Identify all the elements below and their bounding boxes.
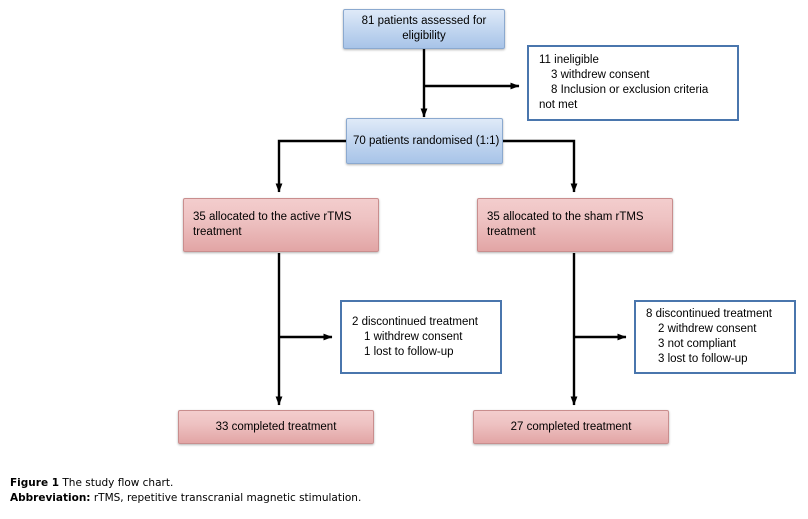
figure-caption: Figure 1 The study flow chart. Abbreviat… [10, 476, 710, 506]
node-ineligible-line-2: 3 withdrew consent [551, 69, 650, 81]
node-assessed-line-1: 81 patients assessed for [361, 15, 487, 27]
node-assessed-line-2: eligibility [402, 30, 446, 42]
node-disc-sham-line-4: 3 lost to follow-up [658, 353, 748, 365]
abbreviation-text: rTMS, repetitive transcranial magnetic s… [93, 492, 362, 504]
node-allocated-sham-rtms: 35 allocated to the sham rTMS treatment [477, 198, 673, 252]
node-alloc-active-line-1: 35 allocated to the active rTMS [193, 211, 352, 223]
node-alloc-sham-line-1: 35 allocated to the sham rTMS [487, 211, 644, 223]
node-completed-active: 33 completed treatment [178, 410, 374, 444]
node-allocated-active-rtms: 35 allocated to the active rTMS treatmen… [183, 198, 379, 252]
node-disc-sham-line-3: 3 not compliant [658, 338, 736, 350]
node-discontinued-sham: 8 discontinued treatment 2 withdrew cons… [634, 300, 796, 374]
node-assessed-for-eligibility: 81 patients assessed for eligibility [343, 9, 505, 49]
figure-caption-text: The study flow chart. [62, 477, 174, 489]
node-randomised-line-1: 70 patients randomised (1:1) [353, 134, 500, 147]
node-discontinued-active: 2 discontinued treatment 1 withdrew cons… [340, 300, 502, 374]
node-alloc-sham-line-2: treatment [487, 226, 536, 238]
node-disc-active-line-1: 2 discontinued treatment [352, 315, 478, 328]
node-disc-sham-line-1: 8 discontinued treatment [646, 308, 772, 320]
node-completed-sham: 27 completed treatment [473, 410, 669, 444]
node-completed-active-line-1: 33 completed treatment [215, 420, 337, 433]
node-disc-active-line-2: 1 withdrew consent [364, 330, 463, 343]
abbreviation-label: Abbreviation: [10, 492, 91, 504]
figure-caption-abbrev-row: Abbreviation: rTMS, repetitive transcran… [10, 491, 710, 506]
figure-caption-title-row: Figure 1 The study flow chart. [10, 476, 710, 491]
node-disc-active-line-3: 1 lost to follow-up [364, 345, 454, 358]
node-alloc-active-line-2: treatment [193, 226, 242, 238]
node-randomised: 70 patients randomised (1:1) [346, 118, 503, 164]
study-flow-chart: 81 patients assessed for eligibility 11 … [178, 9, 796, 444]
figure-caption-label: Figure 1 [10, 477, 60, 489]
node-disc-sham-line-2: 2 withdrew consent [658, 323, 757, 335]
node-ineligible-line-3: 8 Inclusion or exclusion criteria [551, 84, 709, 96]
node-completed-sham-line-1: 27 completed treatment [510, 420, 632, 433]
node-ineligible-line-1: 11 ineligible [539, 54, 599, 66]
node-ineligible: 11 ineligible 3 withdrew consent 8 Inclu… [527, 45, 739, 121]
node-ineligible-line-4: not met [539, 99, 578, 111]
